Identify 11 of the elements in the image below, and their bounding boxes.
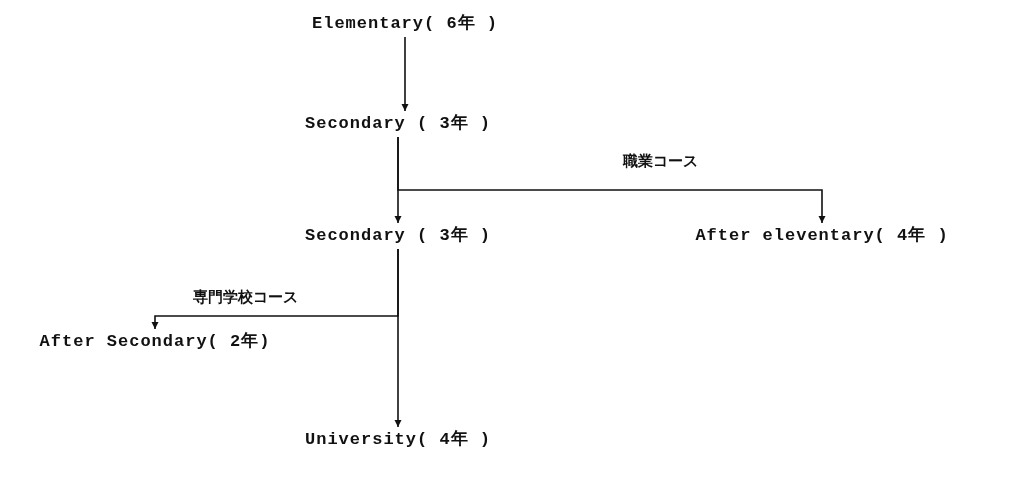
arrow (401, 36, 409, 112)
stage-label: Elementary( 6年 ) (312, 14, 498, 34)
arrow (151, 248, 399, 330)
stage-label: After eleventary( 4年 ) (695, 226, 949, 246)
stage-label: Secondary ( 3年 ) (305, 226, 491, 246)
arrow (397, 136, 826, 224)
edge-label: 専門学校コース (190, 288, 300, 306)
stage-label: University( 4年 ) (305, 430, 491, 450)
stage-label: After Secondary( 2年) (39, 332, 271, 352)
edge-label: 職業コース (620, 152, 700, 170)
stage-label: Secondary ( 3年 ) (305, 114, 491, 134)
